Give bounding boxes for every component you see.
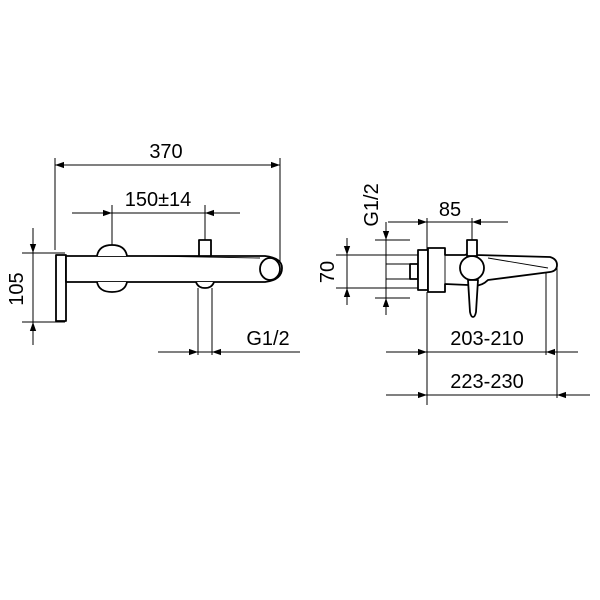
depth-dimension-label: 85 bbox=[439, 199, 461, 221]
spout-contour bbox=[487, 257, 549, 269]
lever-top bbox=[466, 239, 478, 257]
spout-outlet bbox=[259, 257, 281, 281]
wall-flange bbox=[417, 249, 429, 291]
height-dimension-label: 105 bbox=[6, 272, 28, 305]
width-dimension-label: 370 bbox=[149, 141, 182, 163]
projection-min-label: 203-210 bbox=[450, 328, 523, 350]
right-connection bbox=[195, 281, 215, 289]
side-view: G1/2 70 85 203-2 bbox=[317, 183, 590, 405]
wall-plate bbox=[55, 254, 67, 322]
lever-hub bbox=[459, 255, 485, 281]
side-mixer-body bbox=[427, 247, 558, 293]
left-connection-top bbox=[96, 244, 128, 257]
side-inlet-dimension-label: G1/2 bbox=[361, 183, 383, 226]
inlet-dimension-label: G1/2 bbox=[246, 328, 289, 350]
side-height-dimension-label: 70 bbox=[317, 261, 339, 283]
left-connection-bottom bbox=[96, 281, 128, 293]
wall-connector bbox=[409, 263, 419, 280]
spacing-dimension-label: 150±14 bbox=[125, 189, 192, 211]
lever-knob bbox=[198, 239, 212, 257]
front-view: 370 150±14 105 G1/2 bbox=[6, 141, 300, 356]
mixer-body bbox=[65, 255, 283, 283]
body-contour bbox=[149, 255, 261, 259]
lever-handle bbox=[467, 279, 479, 318]
projection-max-label: 223-230 bbox=[450, 371, 523, 393]
